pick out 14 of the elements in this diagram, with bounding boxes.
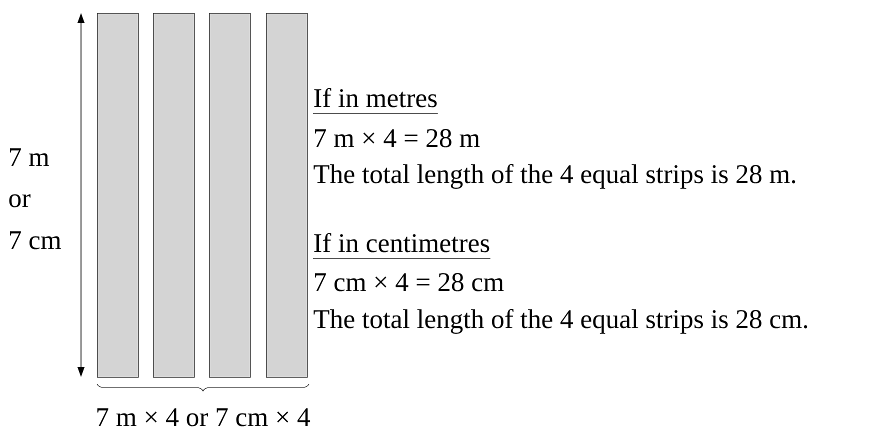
heading: If in centimetres xyxy=(314,232,490,252)
conjunction: or xyxy=(9,194,30,208)
sentence: The total length of the 4 equal strips is 28 cm. xyxy=(314,308,808,334)
heading: If in metres xyxy=(314,88,437,108)
strip xyxy=(97,13,139,378)
strip xyxy=(209,13,251,378)
dimension-label: 7 m xyxy=(10,148,50,166)
equation: 7 m × 4 = 28 m xyxy=(315,129,480,148)
sentence: The total length of the 4 equal strips is 28 m. xyxy=(314,164,796,189)
strip xyxy=(153,13,195,378)
dimension-label: 7 cm xyxy=(10,231,62,250)
equation: 7 cm × 4 = 28 cm xyxy=(315,273,504,292)
strip xyxy=(266,13,308,378)
dimension-label: 7 m × 4 or 7 cm × 4 xyxy=(97,408,310,426)
